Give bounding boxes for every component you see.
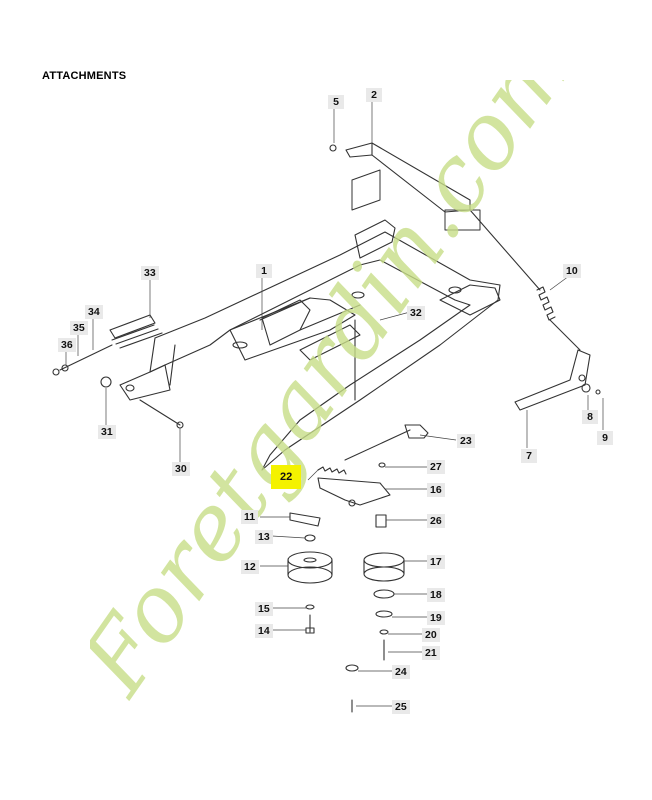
page-title: ATTACHMENTS (42, 70, 127, 82)
callout-14: 14 (255, 624, 273, 638)
callout-32: 32 (407, 306, 425, 320)
spring-part-10 (469, 209, 581, 351)
callout-25: 25 (392, 700, 410, 714)
callout-24: 24 (392, 665, 410, 679)
rod-part (345, 142, 471, 213)
leader-lines (65, 101, 604, 707)
callout-16: 16 (427, 483, 445, 497)
callout-9: 9 (597, 431, 613, 445)
callout-12: 12 (241, 560, 259, 574)
pulley-17-stack (345, 462, 405, 713)
callout-10: 10 (563, 264, 581, 278)
callout-26: 26 (427, 514, 445, 528)
lever-part-7 (514, 349, 591, 411)
hardware-bolts (100, 144, 601, 429)
callout-31: 31 (98, 425, 116, 439)
callout-27: 27 (427, 460, 445, 474)
callout-22-highlighted: 22 (271, 465, 302, 489)
callout-34: 34 (85, 305, 103, 319)
callout-5: 5 (328, 95, 344, 109)
callout-1: 1 (256, 264, 272, 278)
callout-18: 18 (427, 588, 445, 602)
callout-19: 19 (427, 611, 445, 625)
assembly-indicators (351, 169, 481, 231)
callout-36: 36 (58, 338, 76, 352)
callout-2: 2 (366, 88, 382, 102)
callout-20: 20 (422, 628, 440, 642)
callout-7: 7 (521, 449, 537, 463)
callout-17: 17 (427, 555, 445, 569)
spring-part-33 (52, 314, 163, 376)
callout-23: 23 (457, 434, 475, 448)
callout-15: 15 (255, 602, 273, 616)
callout-11: 11 (241, 510, 259, 524)
callout-21: 21 (422, 646, 440, 660)
pulley-12-stack (287, 512, 333, 634)
callout-8: 8 (582, 410, 598, 424)
callout-35: 35 (70, 321, 88, 335)
callout-33: 33 (141, 266, 159, 280)
bracket-part-16 (317, 477, 391, 507)
callout-30: 30 (172, 462, 190, 476)
frame-part (119, 219, 501, 471)
callout-13: 13 (255, 530, 273, 544)
